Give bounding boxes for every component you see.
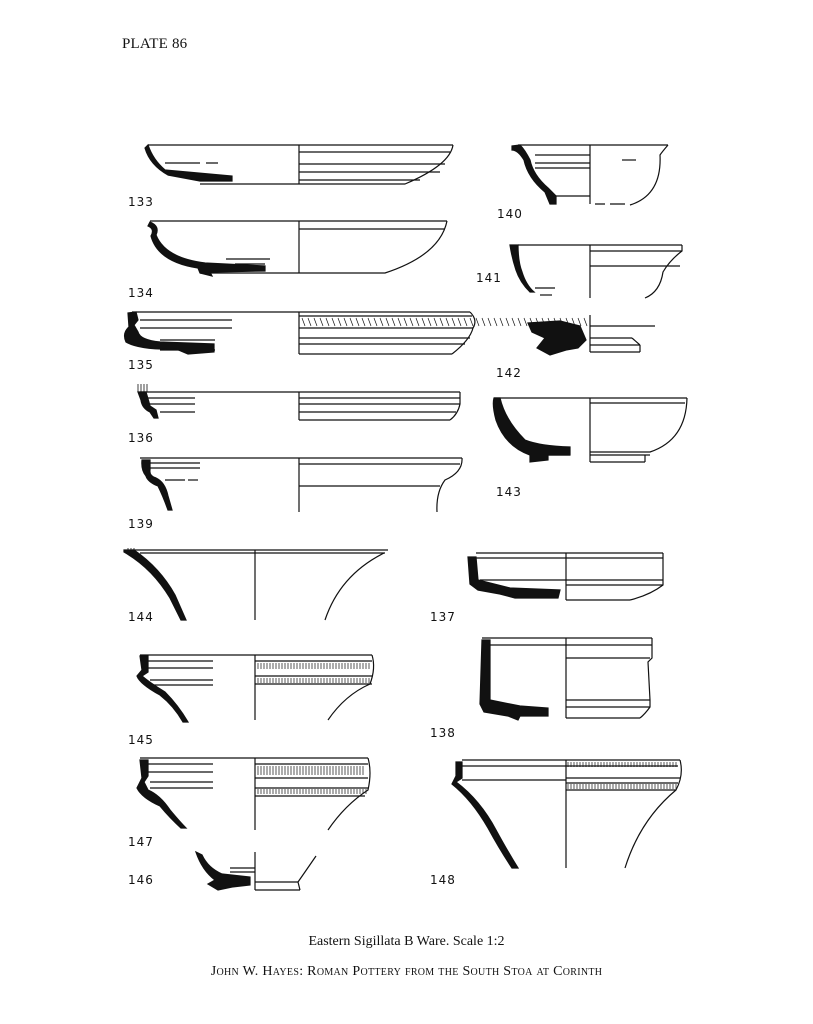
vessel-profile-143 (492, 397, 688, 463)
plate-byline: John W. Hayes: Roman Pottery from the So… (210, 964, 603, 979)
figure-number: 148 (430, 873, 456, 887)
figure-number: 147 (128, 835, 154, 849)
vessel-profile-144 (123, 548, 388, 621)
vessel-profile-139 (140, 457, 463, 513)
figure-number: 138 (430, 726, 456, 740)
vessel-profile-148 (451, 759, 682, 869)
figure-number: 144 (128, 610, 154, 624)
vessel-profile-146 (194, 850, 317, 891)
figure-number: 136 (128, 431, 154, 445)
figure-number: 133 (128, 195, 154, 209)
figure-number: 146 (128, 873, 154, 887)
vessel-profile-134 (147, 220, 448, 277)
vessel-profile-147 (136, 757, 371, 831)
vessel-profile-138 (479, 637, 653, 721)
vessel-profile-142 (527, 315, 655, 356)
plate-caption: Eastern Sigillata B Ware. Scale 1:2 (308, 934, 505, 949)
figure-number: 143 (496, 485, 522, 499)
plate-label: PLATE 86 (122, 36, 188, 52)
figure-number: 137 (430, 610, 456, 624)
vessel-profile-140 (511, 144, 669, 206)
figure-number: 140 (497, 207, 523, 221)
vessel-profile-137 (467, 552, 664, 601)
figure-number: 135 (128, 358, 154, 372)
figure-number: 145 (128, 733, 154, 747)
vessel-profile-145 (136, 654, 375, 723)
figure-number: 134 (128, 286, 154, 300)
figure-number: 141 (476, 271, 502, 285)
vessel-profile-141 (509, 244, 683, 299)
vessel-profile-135 (123, 311, 588, 355)
vessel-profile-133 (144, 143, 454, 185)
figure-number: 139 (128, 517, 154, 531)
figure-number: 142 (496, 366, 522, 380)
vessel-profile-136 (137, 384, 461, 421)
